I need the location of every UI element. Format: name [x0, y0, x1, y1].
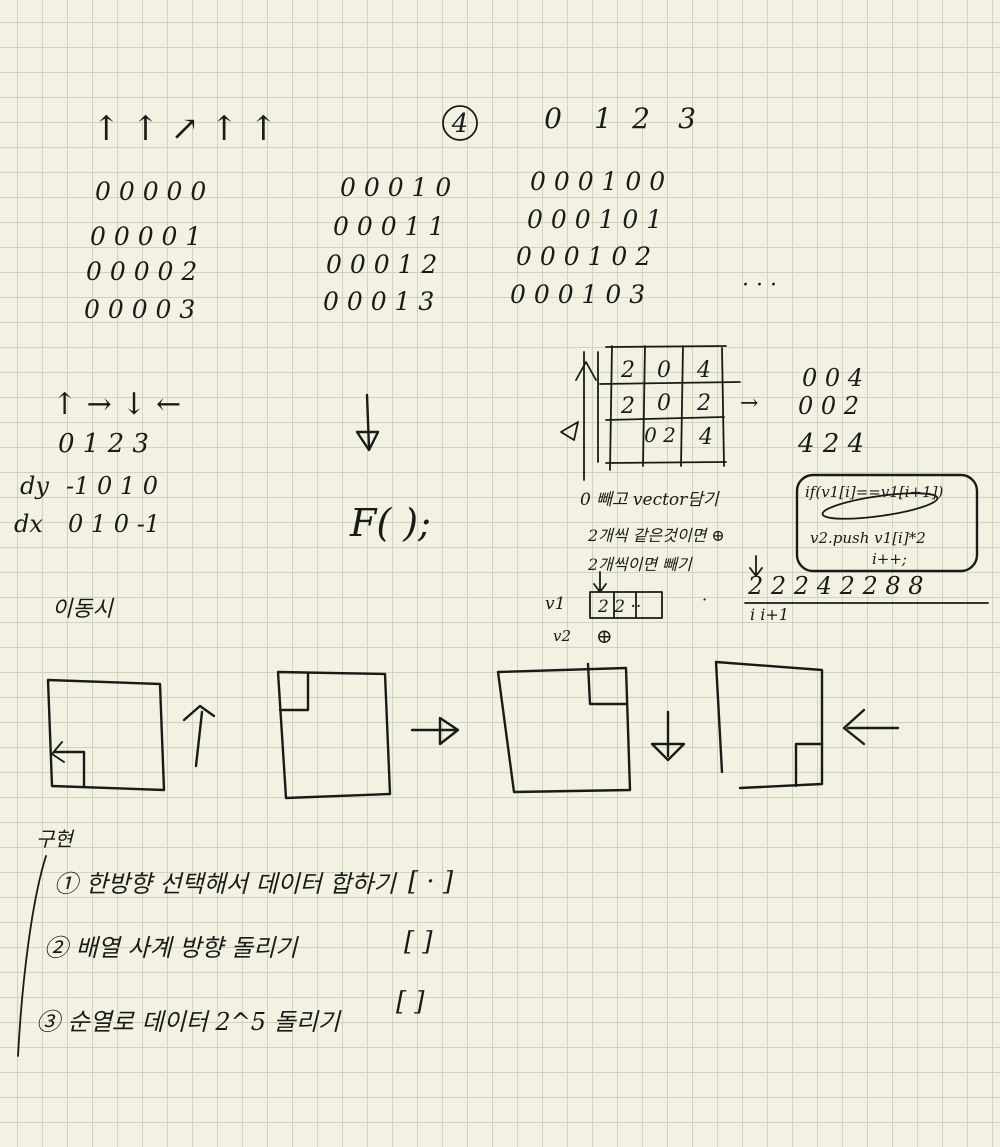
col2-row-0: 0 0 0 1 0 — [340, 173, 451, 202]
digit-header-1: 1 — [594, 102, 612, 135]
counter-col1: 0 0 0 0 0 0 0 0 0 1 0 0 0 0 2 0 0 0 0 3 — [84, 177, 206, 324]
move-down-diagram — [496, 662, 686, 794]
v1-cells: 2 2 ·· — [597, 597, 641, 617]
result-row-0: 0 0 4 — [802, 364, 863, 392]
note-line-1: 0 빼고 vector담기 — [580, 490, 720, 510]
result-row-2: 4 2 4 — [797, 429, 864, 459]
sequence-indices: i i+1 — [750, 605, 789, 624]
board-cell-1-0: 2 — [620, 394, 635, 419]
note-line-3: 2개씩이면 빼기 — [587, 555, 693, 574]
function-call: F( ); — [349, 501, 431, 545]
dy-label: dy — [20, 472, 49, 500]
v1-label: v1 — [545, 594, 565, 614]
note-line-2: 2개씩 같은것이면 ⊕ — [587, 526, 725, 545]
v1-box — [589, 591, 663, 619]
sequence: 2 2 2 4 2 2 8 8 i i+1 — [744, 555, 989, 624]
digit-header-0: 0 — [544, 102, 562, 135]
move-right-diagram — [276, 670, 460, 800]
digit-header-3: 3 — [678, 102, 696, 135]
note-dot: · — [702, 590, 707, 609]
board-cell-2-2: 4 — [698, 425, 713, 450]
board-cell-1-2: 2 — [696, 391, 711, 416]
counter-col3: 0 0 0 1 0 0 0 0 0 1 0 1 0 0 0 1 0 2 0 0 … — [510, 167, 777, 309]
todo-box-3: [ ] — [396, 987, 425, 1017]
board-cell-2-1: 0 2 — [644, 423, 676, 447]
todo-box-1: [ · ] — [408, 867, 454, 897]
base-circle — [442, 105, 478, 141]
todo-item-2: ② 배열 사계 방향 돌리기 — [44, 934, 299, 962]
col2-row-3: 0 0 0 1 3 — [323, 287, 434, 316]
dx-values: 0 1 0 -1 — [68, 510, 160, 538]
notes: 0 빼고 vector담기 2개씩 같은것이면 ⊕ 2개씩이면 빼기 v1 2 … — [545, 490, 725, 648]
counter-col2: 0 0 0 1 0 0 0 0 1 1 0 0 0 1 2 0 0 0 1 3 — [323, 173, 451, 316]
col1-row-2: 0 0 0 0 2 — [86, 257, 197, 286]
col2-row-2: 0 0 0 1 2 — [326, 250, 437, 279]
col1-row-1: 0 0 0 0 1 — [90, 222, 201, 251]
todo-label: 구현 — [36, 827, 75, 851]
sequence-values: 2 2 2 4 2 2 8 8 — [747, 572, 924, 600]
direction-arrows: ↑ → ↓ ← — [52, 387, 181, 422]
move-left-diagram — [714, 660, 900, 790]
v2-cells: ⊕ — [596, 624, 613, 648]
code-line-1: if(v1[i]==v1[i+1]) — [805, 483, 943, 501]
col2-row-1: 0 0 0 1 1 — [333, 212, 444, 241]
todo-item-1: ① 한방향 선택해서 데이터 합하기 — [54, 870, 397, 898]
code-line-3: i++; — [872, 550, 907, 568]
col3-row-2: 0 0 0 1 0 2 — [516, 242, 651, 271]
code-box-frame — [795, 473, 979, 573]
direction-table: ↑ → ↓ ← 0 1 2 3 dy -1 0 1 0 dx 0 1 0 -1 — [14, 387, 181, 538]
col3-row-0: 0 0 0 1 0 0 — [530, 167, 665, 196]
dx-label: dx — [14, 510, 43, 538]
move-label: 이동시 — [52, 597, 114, 622]
digit-header-2: 2 — [631, 102, 650, 135]
move-up-diagram — [46, 678, 216, 792]
todo-item-3: ③ 순열로 데이터 2^5 돌리기 — [36, 1008, 342, 1036]
result-grid: 0 0 4 0 0 2 4 2 4 — [797, 364, 864, 459]
col3-row-3: 0 0 0 1 0 3 — [510, 280, 645, 309]
dy-values: -1 0 1 0 — [66, 472, 158, 500]
col1-row-0: 0 0 0 0 0 — [95, 177, 206, 206]
down-arrow-icon — [355, 393, 380, 452]
counter-ellipsis: · · · — [742, 273, 777, 298]
digit-header: 0 1 2 3 — [544, 102, 696, 135]
code-box: if(v1[i]==v1[i+1]) v2.push v1[i]*2 i++; — [795, 473, 979, 573]
board-cell-0-1: 0 — [657, 358, 671, 383]
base-symbol: 4 — [451, 109, 469, 139]
board-cell-0-2: 4 — [696, 358, 711, 383]
result-arrow-icon: → — [740, 391, 758, 416]
board-cell-1-1: 0 — [657, 391, 671, 416]
direction-indices: 0 1 2 3 — [58, 429, 149, 459]
col1-row-3: 0 0 0 0 3 — [84, 295, 195, 324]
board-cell-0-0: 2 — [620, 358, 635, 383]
counter-arrows: ↑ ↑ ↗ ↑ ↑ — [92, 109, 278, 149]
result-row-1: 0 0 2 — [798, 392, 859, 420]
v2-label: v2 — [553, 627, 571, 645]
board-grid: 2 0 4 2 0 2 0 2 4 — [560, 345, 741, 481]
col3-row-1: 0 0 0 1 0 1 — [527, 205, 662, 234]
todo-list: 구현 ① 한방향 선택해서 데이터 합하기 [ · ] ② 배열 사계 방향 돌… — [17, 827, 454, 1057]
todo-box-2: [ ] — [404, 927, 433, 957]
code-line-2: v2.push v1[i]*2 — [810, 529, 926, 547]
